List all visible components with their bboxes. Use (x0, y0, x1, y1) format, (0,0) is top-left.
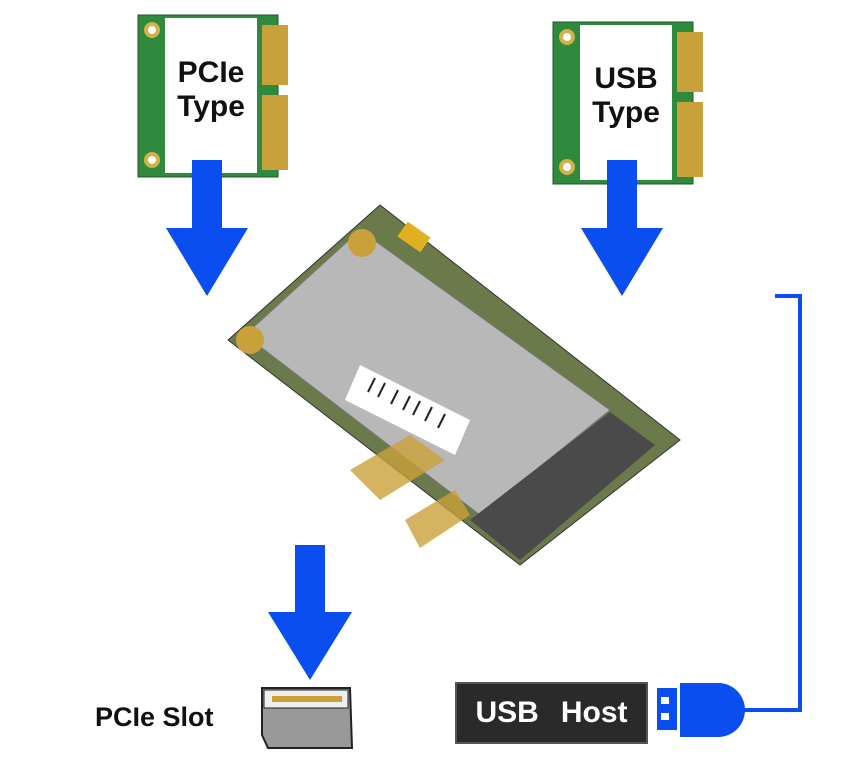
usb-host-word1: USB (475, 696, 539, 729)
usb-plug-icon (657, 683, 745, 737)
usb-card-line1: USB (594, 62, 658, 95)
pcie-slot-icon (261, 687, 354, 749)
arrow-down-pcie (166, 160, 248, 296)
pcie-card-line1: PCIe (177, 56, 245, 89)
arrow-down-slot (268, 545, 352, 680)
pcie-card-label: PCIe Type (165, 56, 257, 124)
usb-card-label: USB Type (580, 62, 672, 130)
adapter-board (227, 204, 681, 566)
usb-card-line2: Type (592, 96, 660, 129)
pcie-mini-card (137, 14, 288, 178)
pcie-card-line2: Type (177, 90, 245, 123)
usb-host-word2: Host (560, 696, 628, 729)
usb-mini-card (552, 21, 703, 185)
usb-host-box: USB Host (455, 682, 648, 744)
arrow-down-usb (581, 160, 663, 296)
usb-cable (744, 294, 802, 712)
pcie-slot-label: PCIe Slot (95, 702, 214, 732)
